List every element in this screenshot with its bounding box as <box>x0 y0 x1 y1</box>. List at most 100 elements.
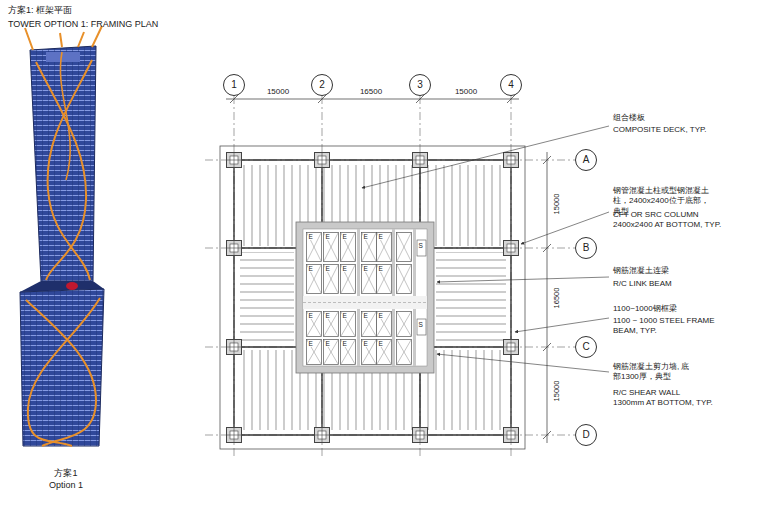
callout-en: 1100 ~ 1000 STEEL FRAME BEAM, TYP. <box>613 316 718 337</box>
grid-label: A <box>583 155 590 165</box>
elevator-tag: E <box>325 234 331 241</box>
dimension-text: 15000 <box>444 87 488 97</box>
tower-illustration <box>20 26 104 446</box>
slab-edge <box>220 146 525 449</box>
elevator-tag: E <box>342 266 348 273</box>
elevator-tag: E <box>308 313 314 320</box>
elevator-shaft <box>362 312 377 337</box>
cft-column <box>413 153 428 168</box>
elevator-shaft <box>377 233 392 262</box>
dimension-tick <box>543 156 551 439</box>
elevator-shaft <box>377 312 392 337</box>
floor-beam <box>434 247 511 248</box>
callout-cn: 1100~1000钢框梁 <box>613 304 760 314</box>
columns <box>227 153 519 443</box>
cft-column <box>227 153 242 168</box>
grid-bubble: A <box>575 149 597 171</box>
outrigger-mark <box>66 282 78 290</box>
elevator-shaft <box>377 340 392 365</box>
concrete-core <box>296 222 434 373</box>
elevator-shaft <box>307 340 322 365</box>
grid-line <box>205 435 575 436</box>
elevator-shaft <box>341 312 356 337</box>
diagrid-brace <box>60 52 70 180</box>
floor-beam <box>234 346 296 347</box>
grid-label: 1 <box>231 80 237 90</box>
grid-line <box>234 96 235 458</box>
grid-bubble: 3 <box>409 74 431 96</box>
elevator-tag: E <box>378 266 384 273</box>
elevator-shaft <box>324 233 339 262</box>
cft-column <box>315 153 330 168</box>
grid-line <box>205 160 575 161</box>
elevator-shaft <box>324 312 339 337</box>
grid-bubble: 2 <box>311 74 333 96</box>
shear-wall <box>296 222 434 373</box>
dimension-lines <box>226 95 551 443</box>
grid-label: C <box>582 342 589 352</box>
frame-beam <box>510 160 511 435</box>
corridor-line <box>303 302 427 303</box>
grid-bubble: 1 <box>223 74 245 96</box>
dimension-text: 15000 <box>256 87 300 97</box>
elevator-shaft <box>362 340 377 365</box>
elevator-shaft <box>307 312 322 337</box>
diagrid-brace <box>36 62 86 280</box>
cft-column <box>504 340 519 355</box>
callout-en: COMPOSITE DECK, TYP. <box>613 125 760 135</box>
elevator-shaft <box>397 312 412 337</box>
core-interior <box>303 229 427 366</box>
elevator-tag: E <box>342 313 348 320</box>
grid-label: 4 <box>508 80 514 90</box>
cft-column <box>504 153 519 168</box>
elevator-shaft <box>362 233 377 262</box>
tower-upper <box>30 46 96 281</box>
elevator-shaft <box>307 265 322 294</box>
stair-tag: S <box>418 322 424 329</box>
core-corridor <box>303 296 427 309</box>
grid-label: B <box>583 243 590 253</box>
tower-lower <box>20 289 104 446</box>
dimension-text: 16500 <box>552 278 562 318</box>
grid-bubble: 4 <box>500 74 522 96</box>
floor-beam <box>321 160 322 222</box>
frame-beam <box>234 434 511 435</box>
elevator-tag: E <box>363 341 369 348</box>
elevator-tag: E <box>308 341 314 348</box>
steel-beams <box>234 160 511 435</box>
diagrid-brace <box>28 298 100 446</box>
tower-roof <box>46 52 80 62</box>
elevator-tag: E <box>363 234 369 241</box>
diagrid-brace <box>48 60 92 280</box>
stair-box <box>417 319 426 335</box>
leader-line <box>515 318 609 332</box>
elevator-shaft <box>341 265 356 294</box>
elevator-tag: E <box>363 266 369 273</box>
elevator-tag: E <box>308 234 314 241</box>
grid-lines <box>205 96 575 458</box>
grid-bubble: B <box>575 237 597 259</box>
title-text: 方案1: 框架平面 <box>8 5 258 17</box>
elevator-tag: E <box>325 341 331 348</box>
callout-en: R/C SHEAR WALL 1300mm AT BOTTOM, TYP. <box>613 388 713 409</box>
callout-cn: 组合楼板 <box>613 113 760 123</box>
leader-line <box>362 126 609 188</box>
tower-spire <box>25 26 102 50</box>
leader-lines <box>362 126 609 372</box>
frame-beam <box>233 160 234 435</box>
callout-en: CFT OR SRC COLUMN 2400x2400 AT BOTTOM, T… <box>613 210 731 231</box>
elevator-shaft <box>324 265 339 294</box>
callout-cn: 钢筋混凝土连梁 <box>613 266 760 276</box>
deck-joists <box>436 252 506 344</box>
deck-joists <box>240 252 294 344</box>
cft-column <box>227 340 242 355</box>
elevator-shaft <box>397 265 412 294</box>
grid-label: D <box>582 430 589 440</box>
elevator-tag: E <box>378 313 384 320</box>
leader-line <box>437 277 609 282</box>
dimension-line <box>547 152 548 443</box>
grid-label: 3 <box>417 80 423 90</box>
floor-beam <box>419 373 420 435</box>
elevator-shaft <box>341 233 356 262</box>
